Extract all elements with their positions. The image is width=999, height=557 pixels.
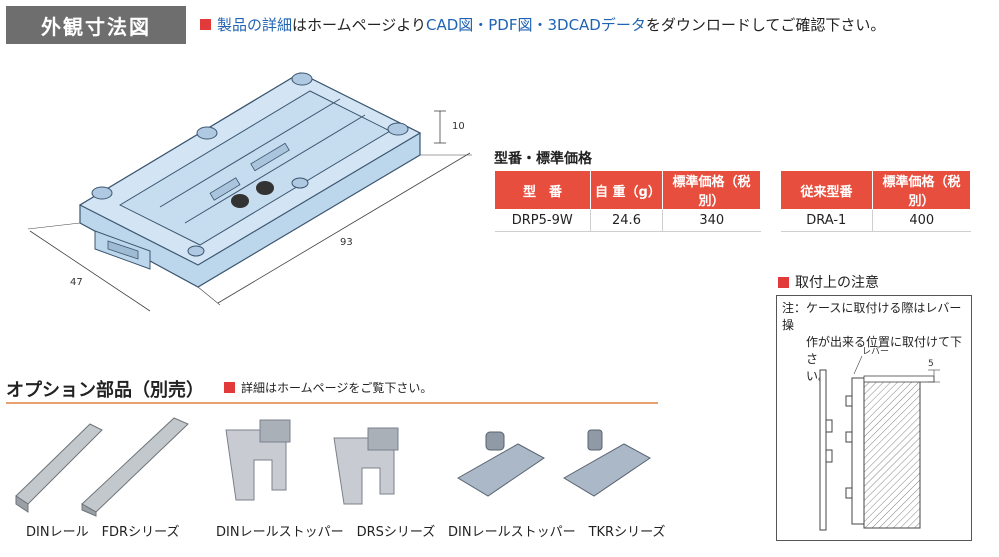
dim-height: 10	[452, 121, 465, 132]
caution-box	[776, 295, 972, 541]
drs-stopper-image	[225, 419, 399, 505]
cell-old-model: DRA-1	[780, 209, 873, 232]
col-old-model: 従来型番	[780, 170, 873, 210]
table-row: DRP5-9W 24.6 340	[494, 209, 761, 232]
caution-title: 取付上の注意	[778, 272, 879, 292]
red-square-icon	[224, 382, 235, 393]
post	[291, 72, 313, 86]
col-model: 型 番	[494, 170, 591, 210]
old-model-table: 従来型番 標準価格（税別） DRA-1 400	[780, 170, 971, 232]
caption-din-rail: DINレール FDRシリーズ	[26, 525, 180, 540]
dim-width: 47	[70, 277, 83, 288]
note-text: はホームページより	[292, 16, 426, 34]
dim-length: 93	[340, 237, 353, 248]
section-title-tag: 外観寸法図	[6, 6, 186, 44]
cell-weight: 24.6	[590, 209, 663, 232]
note-text-end: をダウンロードしてご確認下さい。	[645, 16, 886, 34]
red-square-icon	[200, 19, 211, 30]
header-note: 製品の詳細はホームページよりCAD図・PDF図・3DCADデータをダウンロードし…	[200, 14, 885, 35]
dim-5-label: 5	[928, 359, 934, 369]
col-weight: 自 重（g）	[590, 170, 663, 210]
col-old-price: 標準価格（税別）	[872, 170, 971, 210]
post	[91, 186, 113, 200]
caption-tkr-stopper: DINレールストッパー TKRシリーズ	[448, 525, 666, 540]
price-table-title: 型番・標準価格	[494, 151, 592, 167]
options-divider	[6, 402, 658, 404]
cell-model: DRP5-9W	[494, 209, 591, 232]
tkr-stopper-image	[457, 429, 651, 497]
cell-price: 340	[662, 209, 761, 232]
din-rail-image	[15, 417, 189, 517]
caution-text: 注：ケースに取付ける際はレバー操 作が出来る位置に取付けて下さ い。	[782, 301, 963, 383]
table-row: DRA-1 400	[780, 209, 971, 232]
cell-old-price: 400	[872, 209, 971, 232]
post	[387, 122, 409, 136]
post	[291, 177, 309, 189]
mounting-diagram: レバー 5	[819, 346, 940, 531]
options-note: 詳細はホームページをご覧下さい。	[224, 379, 432, 396]
product-drawing: 10 93 47	[27, 72, 472, 312]
post	[187, 245, 205, 257]
col-price: 標準価格（税別）	[662, 170, 761, 210]
price-table: 型 番 自 重（g） 標準価格（税別） DRP5-9W 24.6 340	[494, 170, 761, 232]
link-product-detail[interactable]: 製品の詳細	[217, 16, 293, 34]
post	[196, 126, 218, 140]
red-square-icon	[778, 276, 789, 288]
caption-drs-stopper: DINレールストッパー DRSシリーズ	[216, 525, 436, 540]
link-cad-data[interactable]: CAD図・PDF図・3DCADデータ	[425, 16, 646, 34]
lever-label: レバー	[862, 346, 889, 357]
options-title: オプション部品（別売）	[6, 380, 204, 401]
